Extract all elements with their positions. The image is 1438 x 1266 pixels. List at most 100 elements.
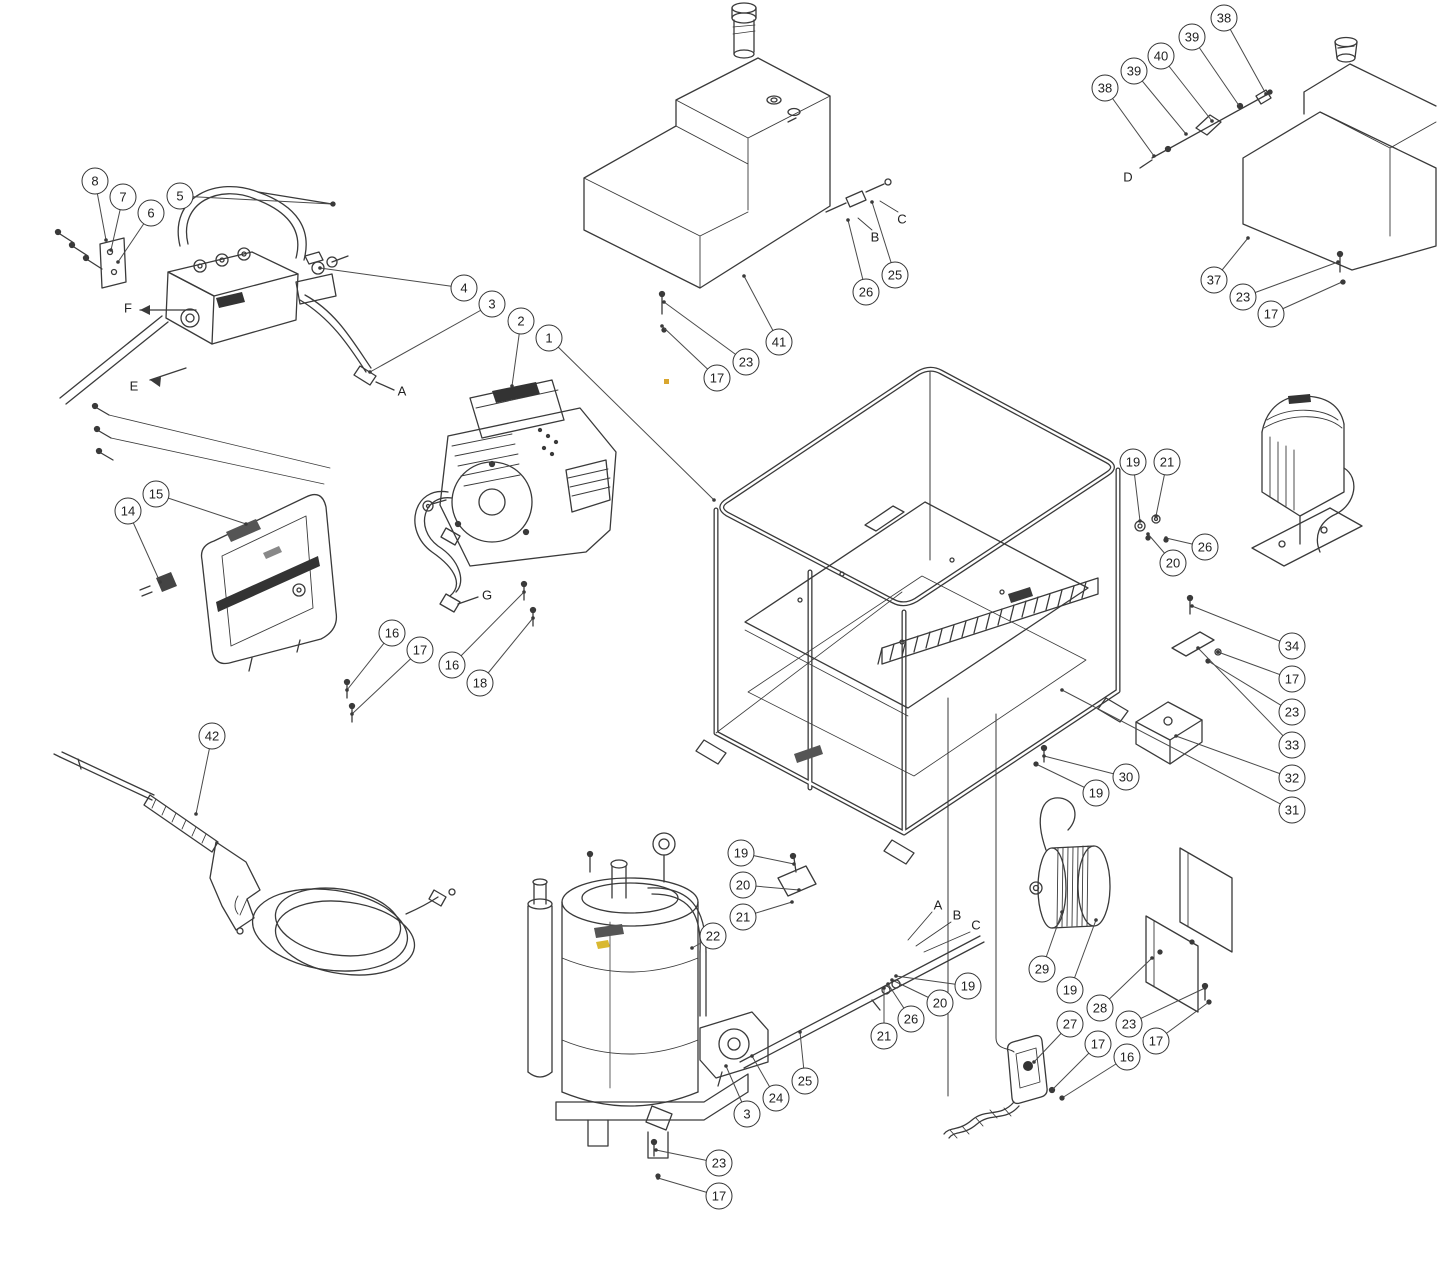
callout-21: 21 bbox=[1153, 448, 1181, 476]
leader-endpoint bbox=[1340, 280, 1344, 284]
leader-endpoint bbox=[750, 1054, 754, 1058]
callout-20: 20 bbox=[926, 989, 954, 1017]
callout-23: 23 bbox=[705, 1149, 733, 1177]
electric-motor bbox=[1134, 394, 1363, 567]
callout-15: 15 bbox=[142, 480, 170, 508]
engine bbox=[414, 379, 669, 627]
leader-line bbox=[179, 195, 333, 205]
leader-endpoint bbox=[1152, 154, 1156, 158]
leader-endpoint bbox=[1203, 986, 1207, 990]
leader-endpoint bbox=[846, 218, 850, 222]
callout-17: 17 bbox=[703, 364, 731, 392]
callout-38: 38 bbox=[1091, 74, 1119, 102]
leader-line bbox=[319, 267, 465, 289]
leader-endpoint bbox=[660, 324, 664, 328]
leader-endpoint bbox=[1164, 536, 1168, 540]
leader-endpoint bbox=[350, 712, 354, 716]
ref-letter-D: D bbox=[1123, 169, 1133, 185]
callout-8: 8 bbox=[81, 167, 109, 195]
callout-3: 3 bbox=[478, 290, 506, 318]
leader-endpoint bbox=[1238, 105, 1242, 109]
leader-endpoint bbox=[1336, 260, 1340, 264]
leader-endpoint bbox=[894, 974, 898, 978]
leader-endpoint bbox=[1138, 519, 1142, 523]
leader-endpoint bbox=[1094, 918, 1098, 922]
leader-line bbox=[1191, 36, 1241, 108]
wiring-harness bbox=[947, 697, 1015, 1097]
callout-14: 14 bbox=[114, 497, 142, 525]
callout-22: 22 bbox=[699, 922, 727, 950]
callout-16: 16 bbox=[378, 619, 406, 647]
callout-26: 26 bbox=[1191, 533, 1219, 561]
callout-17: 17 bbox=[1142, 1027, 1170, 1055]
leader-endpoint bbox=[886, 982, 890, 986]
leader-line bbox=[1242, 261, 1339, 298]
callout-17: 17 bbox=[705, 1182, 733, 1210]
leader-line bbox=[1191, 605, 1293, 647]
callout-17: 17 bbox=[1257, 300, 1285, 328]
leader-endpoint bbox=[318, 266, 322, 270]
callout-19: 19 bbox=[1082, 779, 1110, 807]
leader-line bbox=[1061, 689, 1293, 811]
leader-endpoint bbox=[690, 946, 694, 950]
callout-41: 41 bbox=[765, 328, 793, 356]
callout-17: 17 bbox=[406, 636, 434, 664]
leader-endpoint bbox=[1207, 1000, 1211, 1004]
callout-23: 23 bbox=[1278, 698, 1306, 726]
callout-25: 25 bbox=[881, 261, 909, 289]
leader-endpoint bbox=[158, 580, 162, 584]
callout-25: 25 bbox=[791, 1067, 819, 1095]
ref-letter-B: B bbox=[870, 229, 880, 245]
switch-assembly bbox=[943, 1034, 1065, 1139]
callout-31: 31 bbox=[1278, 796, 1306, 824]
leader-endpoint bbox=[1246, 236, 1250, 240]
callout-42: 42 bbox=[198, 722, 226, 750]
callout-26: 26 bbox=[897, 1005, 925, 1033]
callout-17: 17 bbox=[1278, 665, 1306, 693]
callout-3: 3 bbox=[733, 1100, 761, 1128]
leader-endpoint bbox=[1210, 119, 1214, 123]
leader-line bbox=[1104, 87, 1155, 157]
leader-line bbox=[1207, 660, 1293, 713]
leader-endpoint bbox=[742, 274, 746, 278]
leader-endpoint bbox=[1050, 1088, 1054, 1092]
callout-39: 39 bbox=[1178, 23, 1206, 51]
callout-38: 38 bbox=[1210, 4, 1238, 32]
leader-endpoint bbox=[1060, 910, 1064, 914]
leader-endpoint bbox=[1032, 1060, 1036, 1064]
callout-28: 28 bbox=[1086, 994, 1114, 1022]
leader-endpoint bbox=[1190, 604, 1194, 608]
callout-7: 7 bbox=[109, 183, 137, 211]
ref-letter-B: B bbox=[952, 907, 962, 923]
leader-endpoint bbox=[654, 1148, 658, 1152]
callout-21: 21 bbox=[729, 903, 757, 931]
callout-16: 16 bbox=[438, 651, 466, 679]
callout-29: 29 bbox=[1028, 955, 1056, 983]
callout-33: 33 bbox=[1278, 731, 1306, 759]
callout-32: 32 bbox=[1278, 764, 1306, 792]
callout-24: 24 bbox=[762, 1084, 790, 1112]
ref-letter-E: E bbox=[129, 378, 139, 394]
leader-line bbox=[155, 493, 247, 525]
leader-endpoint bbox=[1174, 734, 1178, 738]
leader-endpoint bbox=[1060, 1096, 1064, 1100]
callout-6: 6 bbox=[137, 199, 165, 227]
leader-endpoint bbox=[790, 900, 794, 904]
leader-line bbox=[1128, 987, 1206, 1025]
ref-letter-C: C bbox=[971, 917, 981, 933]
callout-39: 39 bbox=[1120, 57, 1148, 85]
leader-endpoint bbox=[1042, 754, 1046, 758]
control-panel bbox=[139, 493, 356, 723]
leader-endpoint bbox=[724, 1064, 728, 1068]
leader-line bbox=[369, 303, 493, 373]
callout-20: 20 bbox=[729, 871, 757, 899]
leader-endpoint bbox=[792, 862, 796, 866]
ref-letter-F: F bbox=[124, 300, 132, 316]
ref-letter-G: G bbox=[481, 587, 493, 603]
callout-4: 4 bbox=[450, 274, 478, 302]
ref-letter-A: A bbox=[933, 897, 943, 913]
ref-letter-A: A bbox=[397, 383, 407, 399]
leader-endpoint bbox=[1154, 514, 1158, 518]
